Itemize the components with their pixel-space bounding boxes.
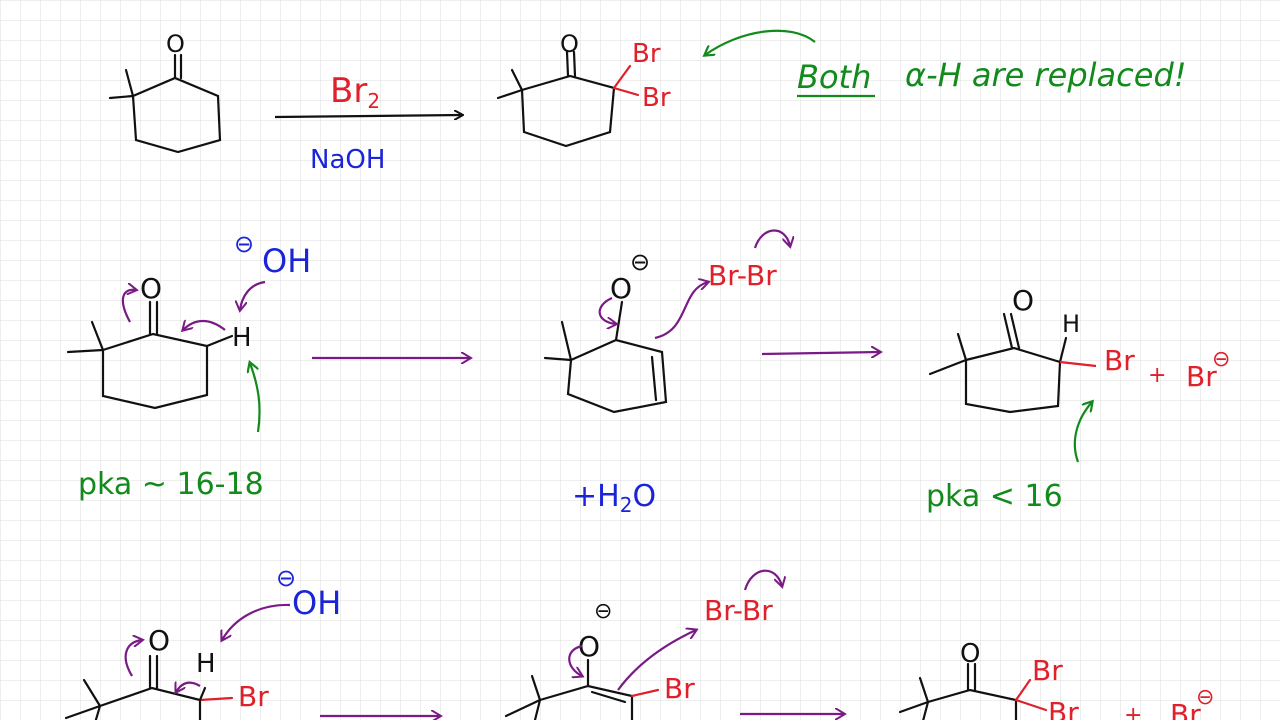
row1-note-both: Both <box>797 58 871 96</box>
row3-enolate <box>504 658 660 720</box>
row3-enolate-oxygen: O <box>578 630 600 663</box>
row3-bromide-charge: ⊖ <box>1196 685 1214 710</box>
row2-bromide-charge: ⊖ <box>1212 347 1230 372</box>
row2-pka-right: pka < 16 <box>926 479 1063 514</box>
row3-br: Br <box>238 680 269 713</box>
row2-enolate-charge: ⊖ <box>630 248 650 276</box>
row1-green-pointer-arrow <box>705 29 816 55</box>
row1-reagent-br2: Br2 <box>330 71 380 113</box>
row2-enolate-curved-arrows <box>598 229 790 340</box>
row1-product-br-top: Br <box>632 39 661 69</box>
row2-product-oxygen: O <box>1012 284 1034 317</box>
row2-product-br-bond <box>1059 360 1097 368</box>
row2-enolate-oxygen: O <box>610 272 632 305</box>
row3-product-oxygen: O <box>960 639 980 669</box>
row3-enolate-br: Br <box>664 672 695 705</box>
row2-enolate <box>543 300 668 414</box>
row2-monobromo-product <box>928 312 1068 414</box>
row1-dibromo-product <box>496 50 616 148</box>
row3-product-br-bottom: Br <box>1048 696 1079 720</box>
row1-note-text: α-H are replaced! <box>905 56 1187 94</box>
row2-product-br: Br <box>1104 344 1135 377</box>
row2-pka-right-pointer <box>1073 402 1092 463</box>
row2-alpha-h: H <box>232 323 252 353</box>
row1-reaction-arrow <box>274 115 462 117</box>
row2-plus: + <box>1148 363 1166 388</box>
row2-pka-pointer <box>250 363 261 433</box>
row3-bromide: Br <box>1170 698 1201 720</box>
row2-br-br: Br-Br <box>708 259 777 292</box>
row2-product-h: H <box>1062 310 1080 338</box>
row1-product-oxygen: O <box>560 30 579 58</box>
row3-plus: + <box>1124 703 1142 720</box>
row3-br-br: Br-Br <box>704 594 773 627</box>
row2-hydroxide: OH <box>262 242 311 280</box>
row3-oxygen: O <box>148 624 170 657</box>
row1-start-oxygen: O <box>166 30 185 58</box>
row3-hydroxide: OH <box>292 584 341 622</box>
row3-enolate-charge: ⊖ <box>594 599 612 624</box>
row2-curved-arrows <box>121 280 266 330</box>
row3-hydroxide-charge: ⊖ <box>276 564 296 592</box>
row1-product-br-bottom: Br <box>642 83 671 113</box>
row3-curved-arrows <box>124 603 291 692</box>
row1-starting-ketone <box>108 53 222 154</box>
row2-pka-left: pka ~ 16-18 <box>78 467 264 502</box>
row2-oxygen: O <box>140 272 162 305</box>
row3-alpha-h: H <box>196 649 216 679</box>
row1-product-br-bonds <box>612 64 640 97</box>
row2-hydroxide-charge: ⊖ <box>234 230 254 258</box>
row2-water: +H2O <box>572 479 656 517</box>
row3-dibromo-product <box>898 662 1048 720</box>
row1-reagent-naoh: NaOH <box>310 145 385 175</box>
row2-arrow-2 <box>761 352 880 354</box>
row3-enolate-curved-arrows <box>568 569 782 691</box>
row2-bromide: Br <box>1186 360 1217 393</box>
row3-product-br-top: Br <box>1032 654 1063 687</box>
row2-ketone <box>66 300 234 410</box>
